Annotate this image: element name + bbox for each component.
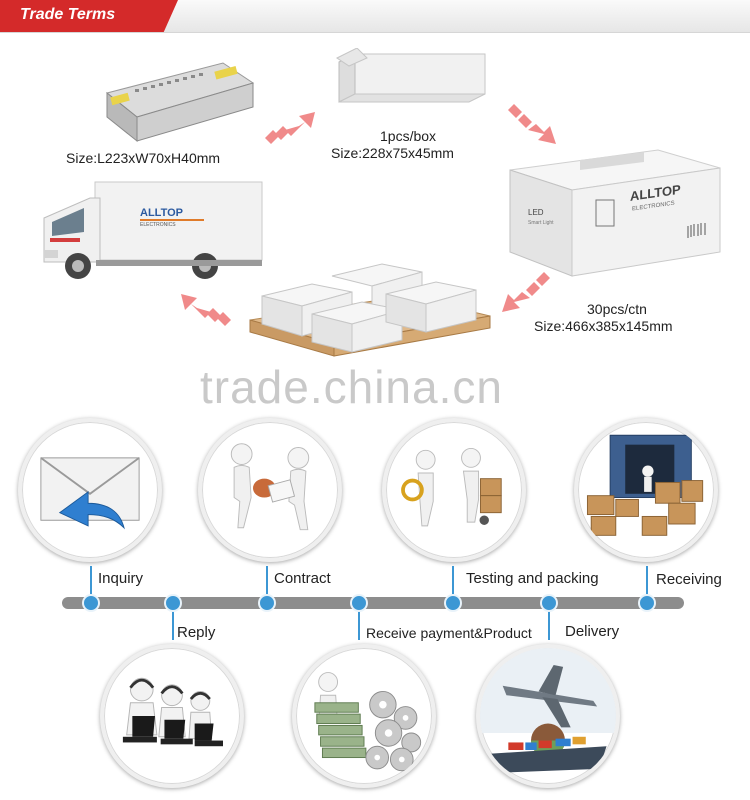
product-box-image xyxy=(336,48,486,103)
timeline-node-reply xyxy=(164,594,182,612)
timeline-node-contract xyxy=(258,594,276,612)
step-label-testing: Testing and packing xyxy=(466,570,599,587)
money-gears-icon xyxy=(314,672,422,772)
truck-brand-sub-text: ELECTRONICS xyxy=(140,222,176,228)
step-label-reply: Reply xyxy=(177,624,216,641)
header-tab: Trade Terms xyxy=(0,0,178,32)
stem-contract xyxy=(266,566,268,600)
payment-circle xyxy=(292,644,436,788)
carton-sublabel-text: Smart Light xyxy=(528,220,554,226)
arrow-left-icon xyxy=(181,294,231,326)
carton-qty-text: 30pcs/ctn xyxy=(587,301,647,317)
timeline-bar xyxy=(62,597,684,609)
arrow-down-left-icon xyxy=(502,272,550,312)
step-label-payment: Receive payment&Product xyxy=(366,625,532,641)
stem-receiving xyxy=(646,566,648,600)
stem-delivery xyxy=(548,606,550,640)
handshake-icon xyxy=(230,443,310,531)
stem-reply xyxy=(172,606,174,640)
carton-brand-text: ALLTOP xyxy=(630,182,681,204)
timeline-node-delivery xyxy=(540,594,558,612)
carton-size-text: Size:466x385x145mm xyxy=(534,318,673,334)
watermark-text: trade.china.cn xyxy=(200,361,503,413)
power-supply-image xyxy=(105,62,255,143)
stem-payment xyxy=(358,606,360,640)
step-label-inquiry: Inquiry xyxy=(98,570,144,587)
contract-circle xyxy=(198,418,342,562)
step-label-delivery: Delivery xyxy=(565,623,620,640)
step-label-contract: Contract xyxy=(274,570,331,587)
pallet-image xyxy=(249,263,491,357)
box-size-text: Size:228x75x45mm xyxy=(331,145,454,161)
timeline-node-receiving xyxy=(638,594,656,612)
envelope-icon xyxy=(40,457,140,530)
product-size-text: Size:L223xW70xH40mm xyxy=(66,150,221,166)
airplane-ship-icon xyxy=(480,648,616,773)
delivery-circle xyxy=(476,644,620,788)
arrow-right-icon xyxy=(265,112,315,144)
testing-circle xyxy=(382,418,526,562)
arrow-down-right-icon xyxy=(508,104,556,144)
call-center-icon xyxy=(122,677,223,747)
magnifier-cart-icon xyxy=(401,447,502,527)
page-title: Trade Terms xyxy=(20,6,116,23)
timeline-node-inquiry xyxy=(82,594,100,612)
carton-brand-sub-text: ELECTRONICS xyxy=(632,201,675,213)
truck-image: ALLTOP ELECTRONICS xyxy=(43,181,263,279)
truck-brand-text: ALLTOP xyxy=(140,207,183,219)
stem-testing xyxy=(452,566,454,600)
timeline-node-payment xyxy=(350,594,368,612)
carton-image: ALLTOP ELECTRONICS LED Smart Light xyxy=(509,149,721,277)
stem-inquiry xyxy=(90,566,92,600)
timeline-node-testing xyxy=(444,594,462,612)
reply-circle xyxy=(100,644,244,788)
step-label-receiving: Receiving xyxy=(656,571,722,588)
container-boxes-icon xyxy=(586,434,704,536)
receiving-circle xyxy=(574,418,718,562)
box-qty-text: 1pcs/box xyxy=(380,128,437,144)
carton-label-text: LED xyxy=(528,208,544,217)
inquiry-circle xyxy=(18,418,162,562)
